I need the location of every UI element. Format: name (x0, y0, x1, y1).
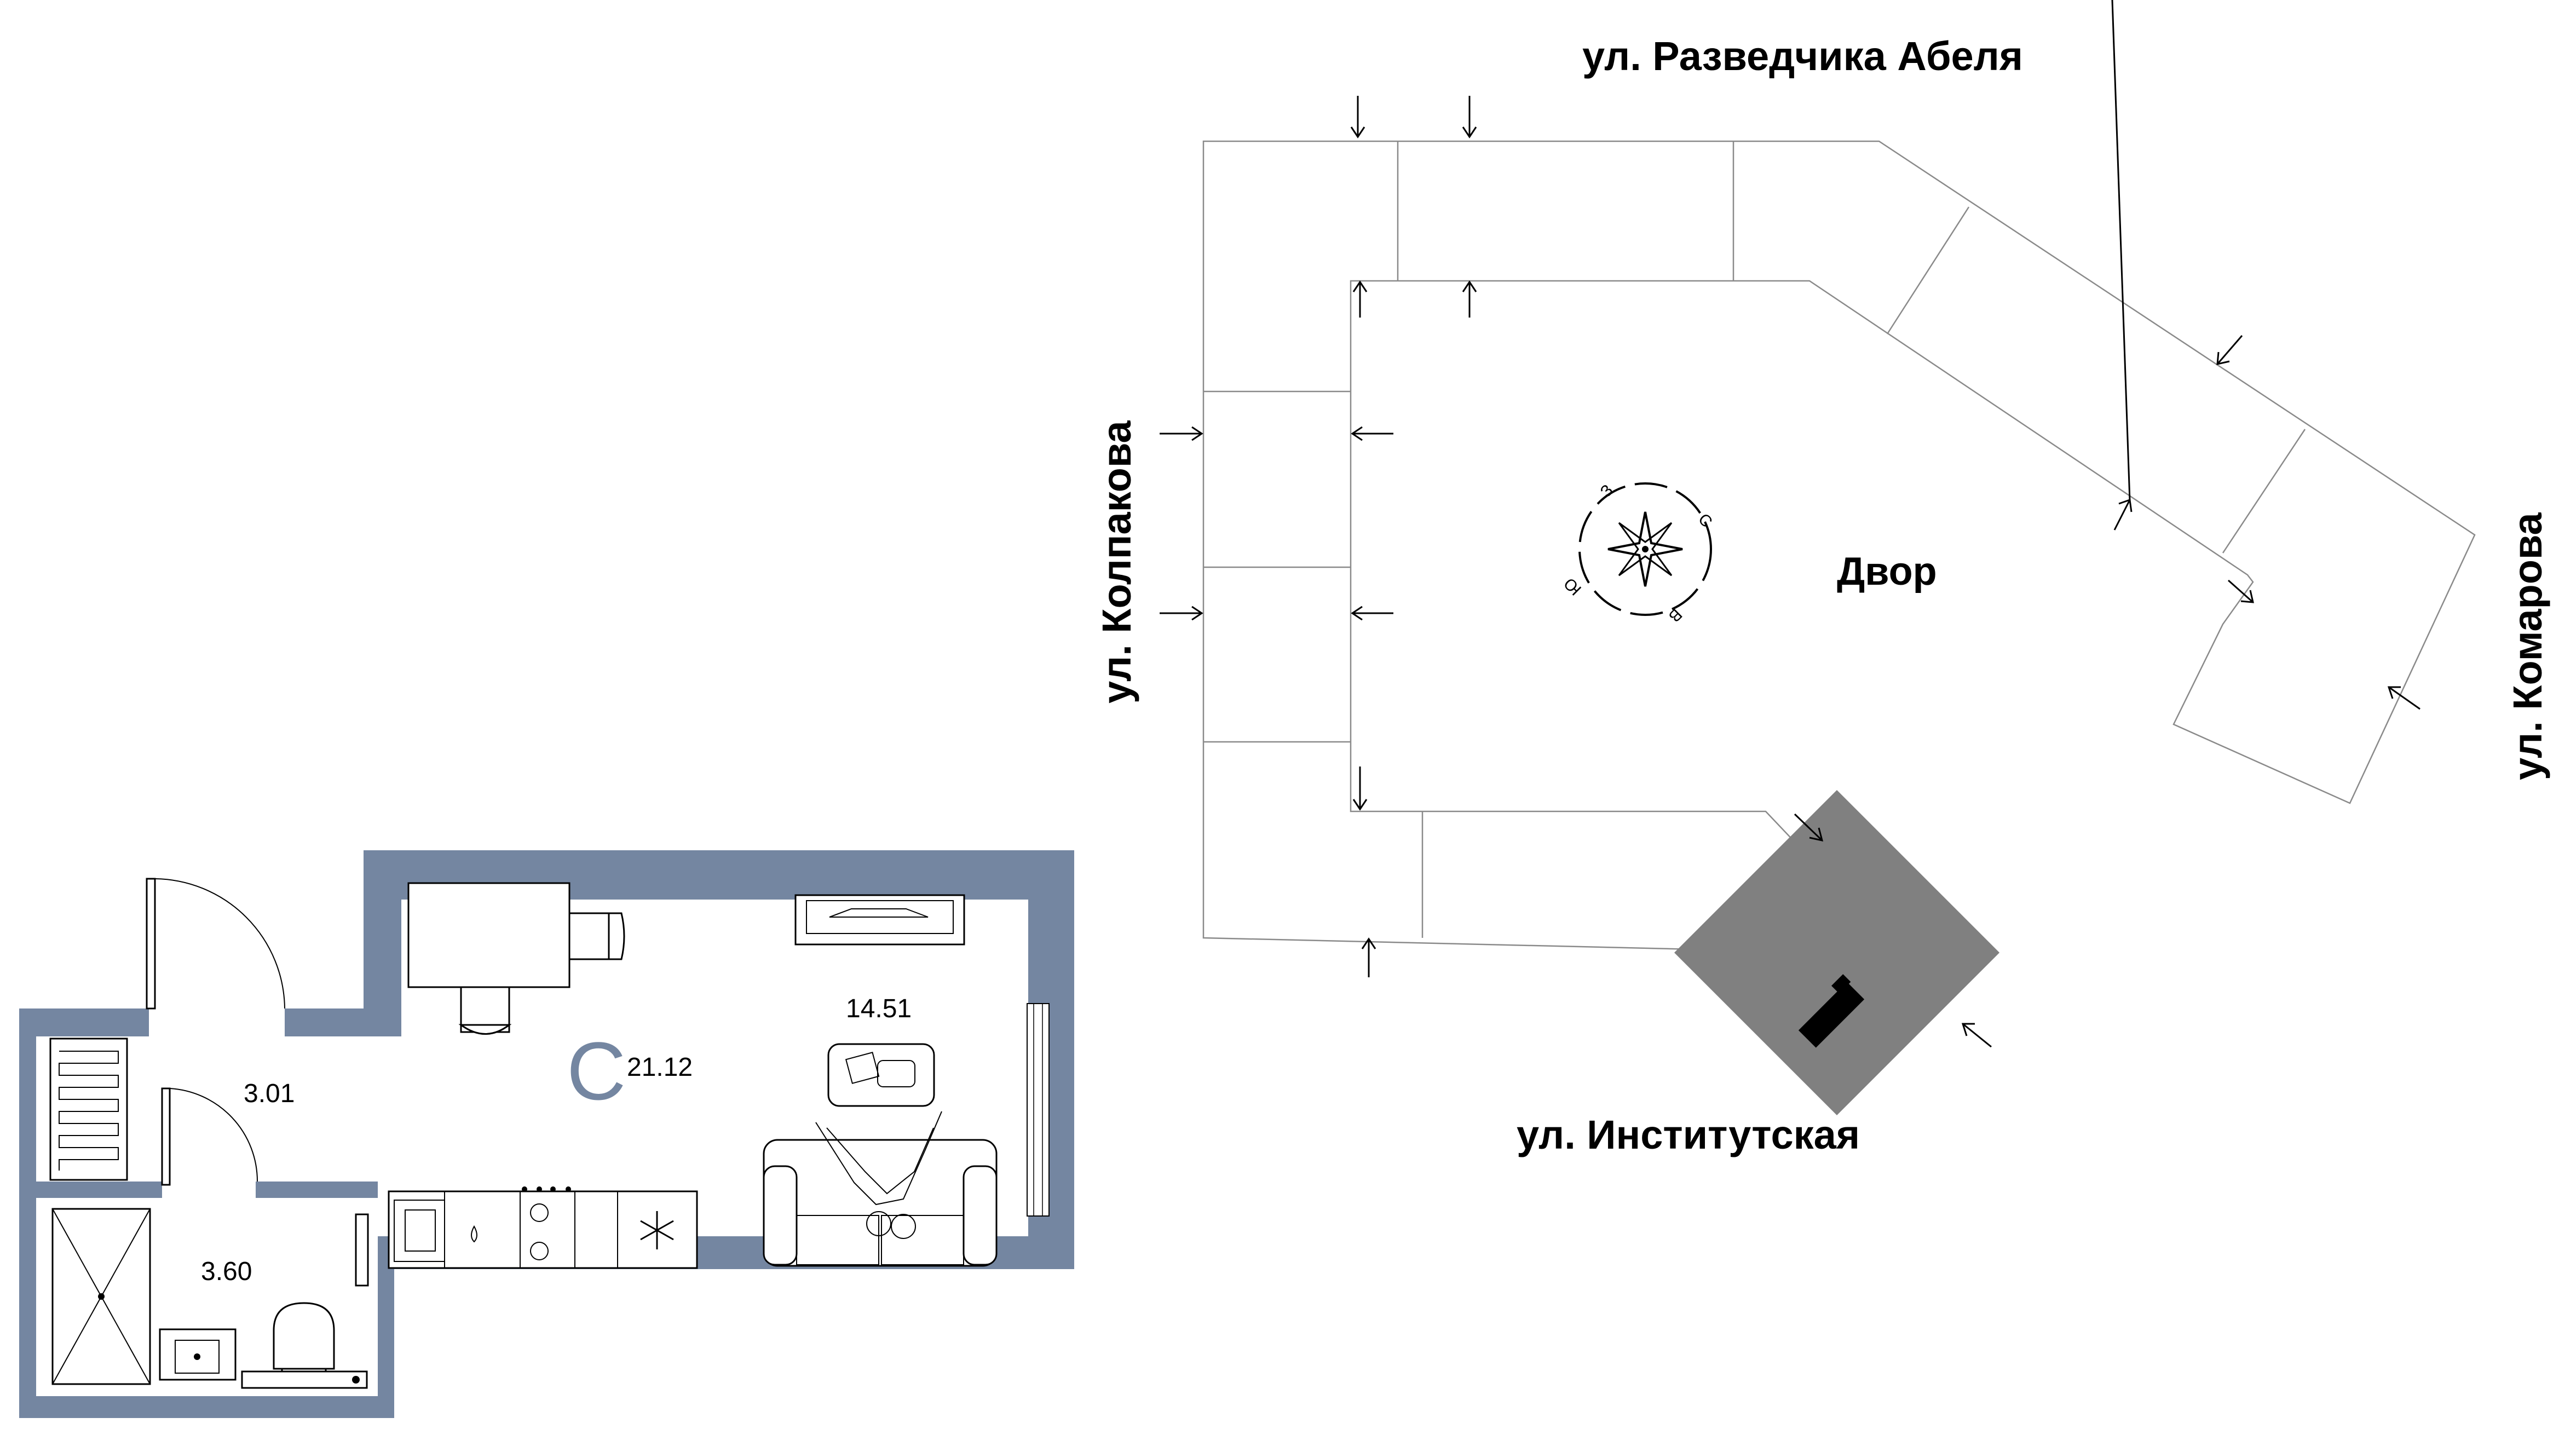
compass-rose: С В Ю З (1560, 481, 1716, 626)
entrance-arrow (1794, 813, 1824, 842)
water-tap-icon (471, 1225, 477, 1243)
entrance-arrow (2216, 335, 2243, 365)
yard-label: Двор (1837, 550, 1937, 593)
entrance-arrow (1160, 606, 1203, 621)
wall-bath-partition-right (256, 1182, 378, 1198)
compass-south: Ю (1560, 574, 1585, 599)
entrance-door[interactable] (146, 878, 285, 1010)
entrance-arrow (1961, 1023, 1992, 1048)
radiator (49, 1038, 128, 1181)
bathroom-area: 3.60 (201, 1257, 252, 1286)
toilet (273, 1302, 335, 1384)
site-plan: С В Ю З ул. Разведчика Абеля ул. Колпако… (1094, 0, 2550, 1157)
electrical-panel (355, 1213, 369, 1287)
street-left-label: ул. Колпакова (1094, 420, 1139, 704)
entrance-arrow (2387, 686, 2421, 710)
entrance-arrow (2111, 0, 2131, 502)
sofa (763, 1111, 998, 1267)
living-room-area: 14.51 (846, 994, 912, 1023)
entrance-arrow (1352, 280, 1368, 318)
entrance-arrow (2113, 498, 2133, 531)
entrance-arrow (1462, 96, 1477, 139)
stove (522, 1186, 571, 1260)
entrance-arrow (1352, 767, 1368, 811)
utility-pipe (241, 1370, 368, 1389)
fridge-snowflake-icon (640, 1211, 674, 1249)
window (1027, 1003, 1050, 1217)
coffee-table (827, 1043, 935, 1107)
dining-table (407, 882, 625, 1035)
entrance-arrow (1350, 96, 1365, 139)
street-bottom-label: ул. Институтская (1517, 1112, 1860, 1157)
highlighted-section (1674, 790, 1999, 1115)
compass-west: З (1597, 481, 1617, 501)
total-area: 21.12 (627, 1053, 693, 1082)
compass-east: В (1665, 605, 1685, 625)
tv-stand (794, 894, 965, 946)
bathroom-sink (159, 1328, 237, 1381)
apartment-location-marker (1798, 974, 1865, 1048)
entrance-arrow (1351, 606, 1393, 621)
compass-north: С (1695, 510, 1716, 532)
street-right-label: ул. Комарова (2505, 512, 2550, 780)
shower-tray (51, 1208, 151, 1385)
entrance-arrow (2228, 579, 2254, 603)
wall-bath-partition (36, 1182, 162, 1198)
entrance-arrow (1361, 937, 1376, 977)
kitchen-counter (388, 1186, 698, 1269)
street-top-label: ул. Разведчика Абеля (1582, 33, 2023, 79)
apartment-floor-plan: С 21.12 14.51 3.01 3.60 (19, 850, 1074, 1418)
apartment-type-letter: С (567, 1025, 626, 1117)
entrance-arrow (1351, 426, 1393, 441)
entrance-arrow (1160, 426, 1203, 441)
hall-area: 3.01 (244, 1079, 295, 1108)
bathroom-door[interactable] (161, 1087, 258, 1186)
entrance-arrow (1462, 280, 1477, 318)
entrance-arrows (1160, 0, 2421, 1048)
